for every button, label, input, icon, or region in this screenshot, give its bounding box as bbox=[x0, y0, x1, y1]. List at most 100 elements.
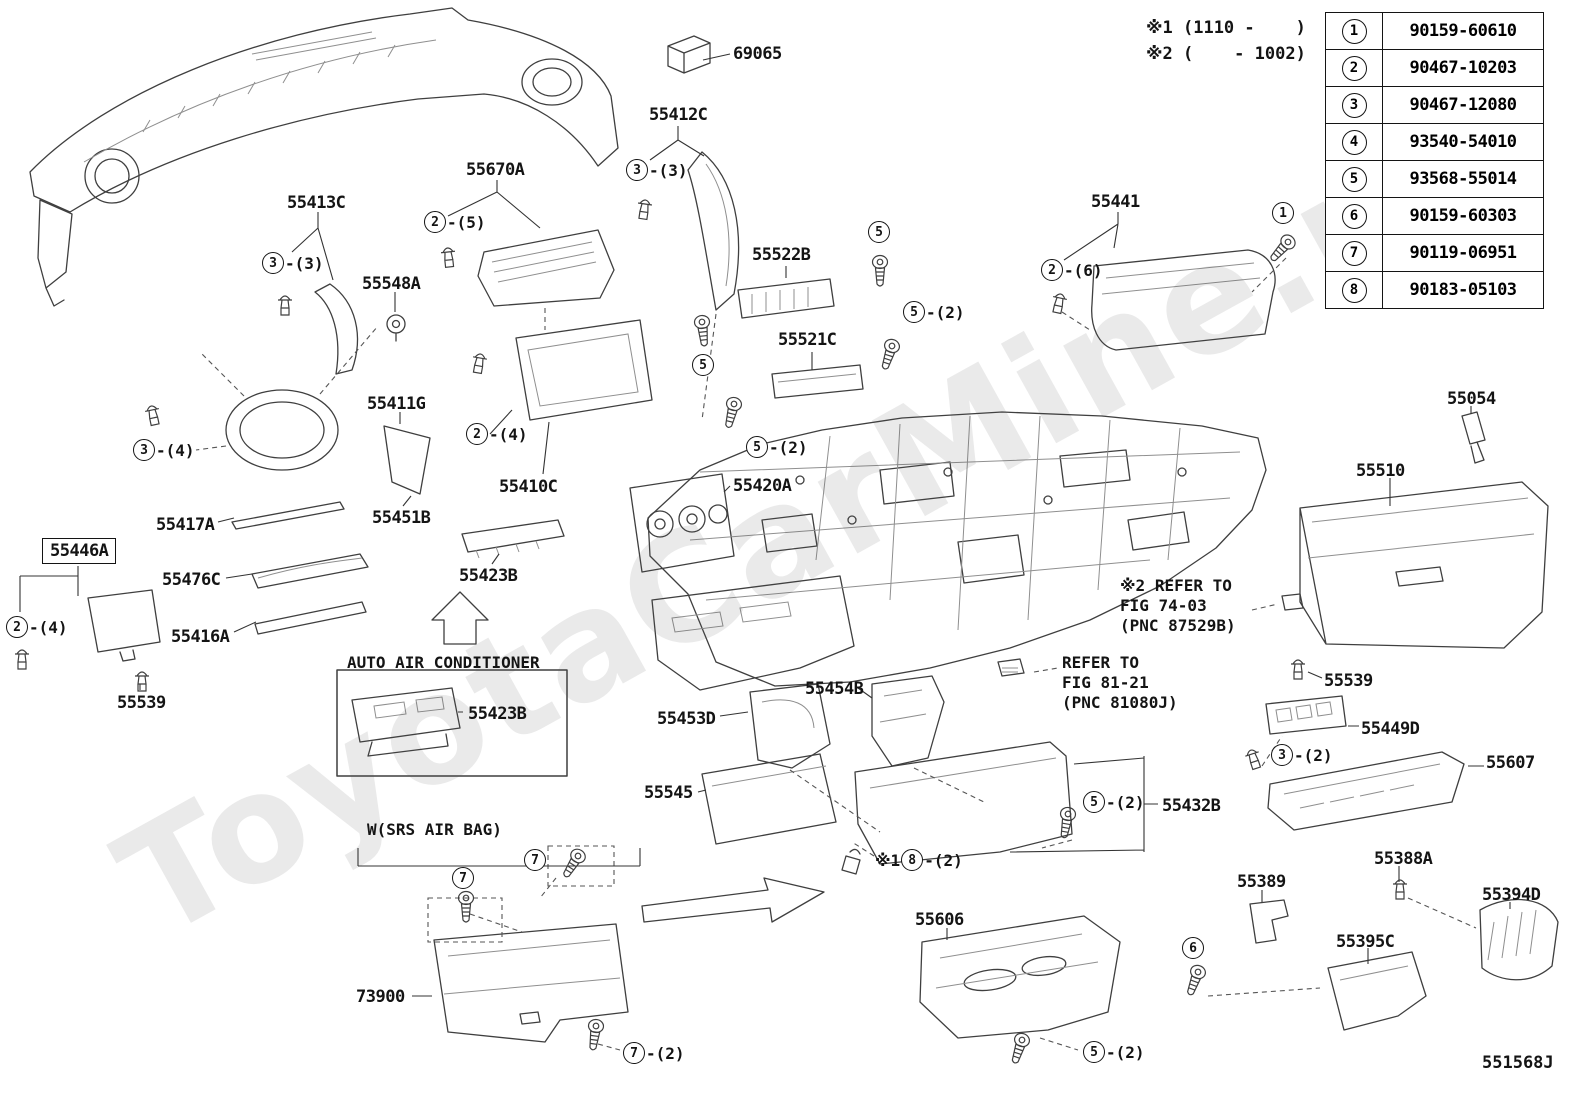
callout-prefix: ※1 bbox=[875, 850, 901, 870]
part-label-55423b[interactable]: 55423B bbox=[468, 704, 527, 724]
circled-number: 7 bbox=[452, 867, 474, 889]
fastener-number-cell: 7 bbox=[1325, 234, 1383, 272]
part-label-55521c[interactable]: 55521C bbox=[778, 330, 837, 350]
fastener-callout-1: 1 bbox=[1272, 202, 1294, 224]
part-label-55389[interactable]: 55389 bbox=[1237, 872, 1286, 892]
part-label-55607[interactable]: 55607 bbox=[1486, 753, 1535, 773]
circled-number: 5 bbox=[746, 436, 768, 458]
fastener-callout-2: 2-(5) bbox=[424, 211, 486, 233]
srs-airbag-note: W(SRS AIR BAG) bbox=[367, 820, 502, 839]
callout-quantity: -(2) bbox=[924, 850, 963, 870]
circled-number: 5 bbox=[1341, 166, 1367, 192]
fastener-number-cell: 8 bbox=[1325, 271, 1383, 309]
circled-number: 4 bbox=[1341, 129, 1367, 155]
fastener-callout-5: 5-(2) bbox=[903, 301, 965, 323]
part-number-cell: 90467-12080 bbox=[1382, 86, 1544, 124]
fastener-number-cell: 1 bbox=[1325, 12, 1383, 50]
part-label-73900[interactable]: 73900 bbox=[356, 987, 405, 1007]
part-number-cell: 90183-05103 bbox=[1382, 271, 1544, 309]
circled-number: 6 bbox=[1341, 203, 1367, 229]
part-label-55423b[interactable]: 55423B bbox=[459, 566, 518, 586]
part-label-55394d[interactable]: 55394D bbox=[1482, 885, 1541, 905]
part-label-55548a[interactable]: 55548A bbox=[362, 274, 421, 294]
part-number-cell: 93568-55014 bbox=[1382, 160, 1544, 198]
callout-quantity: -(3) bbox=[285, 253, 324, 273]
callout-quantity: -(6) bbox=[1064, 260, 1103, 280]
callout-quantity: -(4) bbox=[29, 617, 68, 637]
callout-quantity: -(2) bbox=[1106, 1042, 1145, 1062]
auto-air-conditioner-note: AUTO AIR CONDITIONER bbox=[347, 653, 540, 672]
part-label-55476c[interactable]: 55476C bbox=[162, 570, 221, 590]
callout-quantity: -(2) bbox=[926, 302, 965, 322]
part-label-55510[interactable]: 55510 bbox=[1356, 461, 1405, 481]
part-label-55411g[interactable]: 55411G bbox=[367, 394, 426, 414]
part-label-55395c[interactable]: 55395C bbox=[1336, 932, 1395, 952]
callout-quantity: -(2) bbox=[1294, 745, 1333, 765]
part-label-55416a[interactable]: 55416A bbox=[171, 627, 230, 647]
circled-number: 2 bbox=[466, 423, 488, 445]
part-label-55441[interactable]: 55441 bbox=[1091, 192, 1140, 212]
part-label-55432b[interactable]: 55432B bbox=[1162, 796, 1221, 816]
part-label-69065[interactable]: 69065 bbox=[733, 44, 782, 64]
callout-quantity: -(4) bbox=[156, 440, 195, 460]
part-label-55539[interactable]: 55539 bbox=[1324, 671, 1373, 691]
fastener-callout-5: 5 bbox=[692, 354, 714, 376]
part-label-55545[interactable]: 55545 bbox=[644, 783, 693, 803]
circled-number: 3 bbox=[133, 439, 155, 461]
part-label-55453d[interactable]: 55453D bbox=[657, 709, 716, 729]
part-label-55420a[interactable]: 55420A bbox=[733, 476, 792, 496]
part-label-55539[interactable]: 55539 bbox=[117, 693, 166, 713]
part-label-55454b[interactable]: 55454B bbox=[805, 679, 864, 699]
part-label-55417a[interactable]: 55417A bbox=[156, 515, 215, 535]
revision-note: ※2 ( - 1002) bbox=[1146, 44, 1306, 64]
fastener-callout-2: 2-(4) bbox=[6, 616, 68, 638]
part-number-cell: 90119-06951 bbox=[1382, 234, 1544, 272]
part-label-55410c[interactable]: 55410C bbox=[499, 477, 558, 497]
fastener-callout-5: 5-(2) bbox=[1083, 791, 1145, 813]
part-label-55449d[interactable]: 55449D bbox=[1361, 719, 1420, 739]
part-label-55413c[interactable]: 55413C bbox=[287, 193, 346, 213]
callout-quantity: -(2) bbox=[1106, 792, 1145, 812]
circled-number: 7 bbox=[524, 849, 546, 871]
part-label-55388a[interactable]: 55388A bbox=[1374, 849, 1433, 869]
circled-number: 5 bbox=[1083, 1041, 1105, 1063]
parts-table-row[interactable]: 5 93568-55014 bbox=[1325, 160, 1544, 198]
circled-number: 2 bbox=[1341, 55, 1367, 81]
parts-table-row[interactable]: 3 90467-12080 bbox=[1325, 86, 1544, 124]
part-label-55446a[interactable]: 55446A bbox=[42, 538, 117, 564]
circled-number: 6 bbox=[1182, 937, 1204, 959]
part-label-55670a[interactable]: 55670A bbox=[466, 160, 525, 180]
fastener-callout-7: 7 bbox=[524, 849, 546, 871]
fastener-callout-2: 2-(4) bbox=[466, 423, 528, 445]
parts-table-row[interactable]: 7 90119-06951 bbox=[1325, 234, 1544, 272]
fastener-callout-8: ※1 8-(2) bbox=[875, 849, 963, 871]
fastener-number-cell: 6 bbox=[1325, 197, 1383, 235]
diagram-code: 551568J bbox=[1482, 1053, 1554, 1073]
part-label-55412c[interactable]: 55412C bbox=[649, 105, 708, 125]
circled-number: 5 bbox=[903, 301, 925, 323]
fastener-callout-3: 3-(4) bbox=[133, 439, 195, 461]
refer-fig-74-03-note: ※2 REFER TO FIG 74-03 (PNC 87529B) bbox=[1120, 576, 1236, 635]
part-label-55606[interactable]: 55606 bbox=[915, 910, 964, 930]
callout-quantity: -(2) bbox=[646, 1043, 685, 1063]
part-label-55054[interactable]: 55054 bbox=[1447, 389, 1496, 409]
part-label-55522b[interactable]: 55522B bbox=[752, 245, 811, 265]
part-label-55451b[interactable]: 55451B bbox=[372, 508, 431, 528]
circled-number: 3 bbox=[262, 252, 284, 274]
part-number-cell: 90467-10203 bbox=[1382, 49, 1544, 87]
circled-number: 2 bbox=[6, 616, 28, 638]
fastener-callout-7: 7-(2) bbox=[623, 1042, 685, 1064]
circled-number: 3 bbox=[1341, 92, 1367, 118]
fastener-callout-5: 5-(2) bbox=[1083, 1041, 1145, 1063]
parts-table-row[interactable]: 2 90467-10203 bbox=[1325, 49, 1544, 87]
circled-number: 7 bbox=[1341, 240, 1367, 266]
